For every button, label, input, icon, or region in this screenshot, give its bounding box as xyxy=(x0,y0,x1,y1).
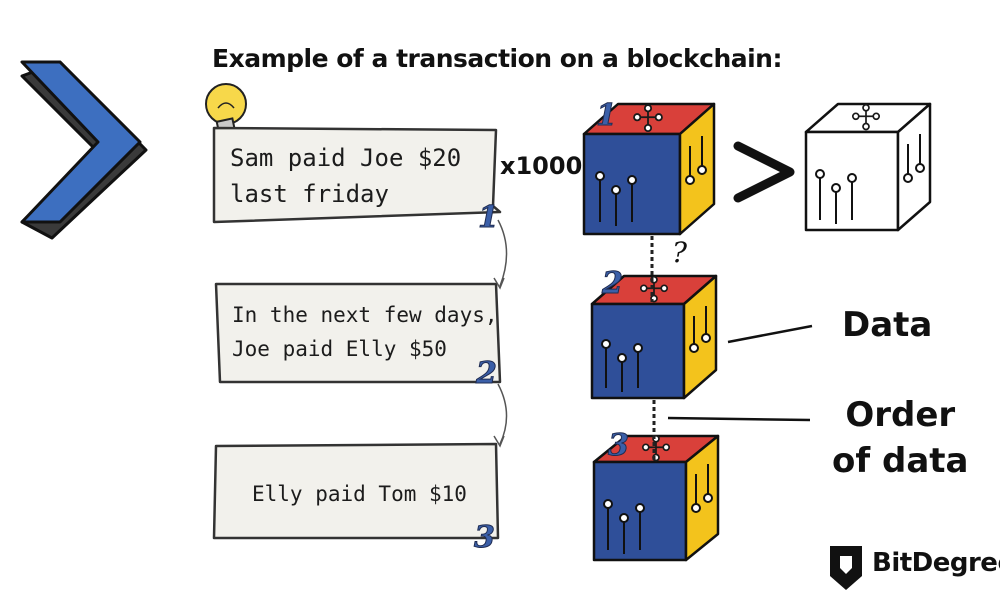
order-of-data-label: Order of data xyxy=(832,392,968,484)
note-3-line-1: Elly paid Tom $10 xyxy=(252,482,467,506)
note-2-line-2: Joe paid Elly $50 xyxy=(232,337,447,361)
note-1-line-2: last friday xyxy=(230,180,389,208)
note-text-2: In the next few days, Joe paid Elly $50 xyxy=(232,298,498,366)
block-cube-2 xyxy=(590,274,718,400)
diagram-title: Example of a transaction on a blockchain… xyxy=(212,44,782,73)
brand-name: BitDegree xyxy=(872,548,1000,578)
data-label: Data xyxy=(842,305,933,345)
block-cube-3 xyxy=(592,434,720,562)
note-paper-3 xyxy=(212,442,500,540)
note-text-3: Elly paid Tom $10 xyxy=(252,476,467,512)
cube-number-3: 3 xyxy=(608,428,630,464)
order-label-line-2: of data xyxy=(832,441,969,481)
step-number-3: 3 xyxy=(474,520,496,556)
greater-than-symbol xyxy=(733,141,795,203)
sequence-arrow-2-3 xyxy=(493,383,508,448)
cube-number-1: 1 xyxy=(596,98,618,134)
note-text-1: Sam paid Joe $20 last friday xyxy=(230,140,461,212)
note-paper-2 xyxy=(214,282,502,384)
bitdegree-logo-icon xyxy=(830,546,862,590)
block-cube-1 xyxy=(582,102,716,236)
question-mark: ? xyxy=(672,236,688,269)
order-label-line-1: Order xyxy=(845,395,956,435)
outline-cube xyxy=(804,102,932,232)
sequence-arrow-1-2 xyxy=(493,219,508,290)
cube-number-2: 2 xyxy=(602,266,624,302)
order-pointer-line xyxy=(667,416,811,422)
step-number-1: 1 xyxy=(478,200,500,236)
chevron-arrow-icon xyxy=(20,60,148,240)
note-2-line-1: In the next few days, xyxy=(232,303,498,327)
step-number-2: 2 xyxy=(476,356,498,392)
data-pointer-line xyxy=(727,324,813,344)
note-1-line-1: Sam paid Joe $20 xyxy=(230,144,462,172)
note-paper-1 xyxy=(212,126,502,224)
multiplier-label: x1000 xyxy=(500,152,583,180)
